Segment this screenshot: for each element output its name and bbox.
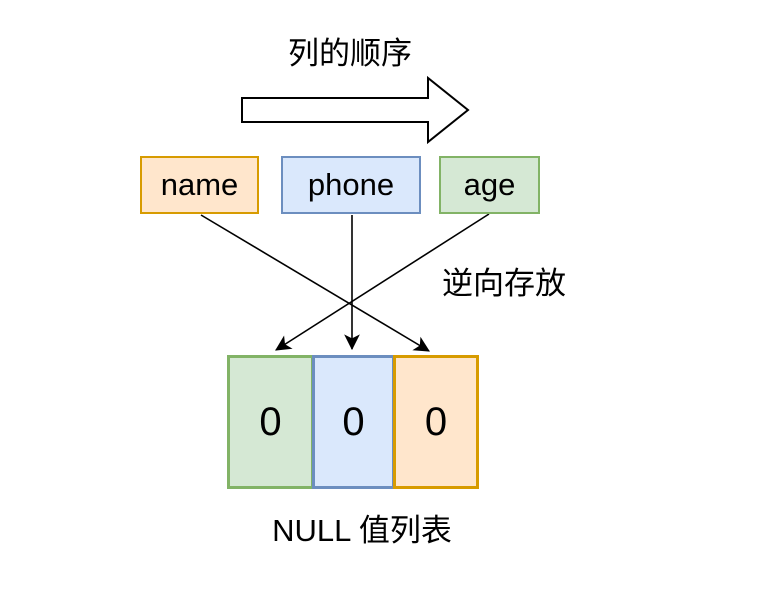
column-box-age: age: [439, 156, 540, 214]
column-order-label: 列的顺序: [288, 36, 412, 71]
right-block-arrow-icon: [241, 75, 470, 145]
reverse-storage-label: 逆向存放: [442, 266, 566, 301]
column-box-name: name: [140, 156, 259, 214]
null-cell-3: 0: [393, 355, 479, 489]
null-cell-2: 0: [312, 355, 395, 489]
null-list-caption: NULL 值列表: [272, 513, 452, 548]
null-cell-1: 0: [227, 355, 314, 489]
column-box-phone: phone: [281, 156, 421, 214]
arrow-name-to-cell3: [200, 214, 430, 352]
